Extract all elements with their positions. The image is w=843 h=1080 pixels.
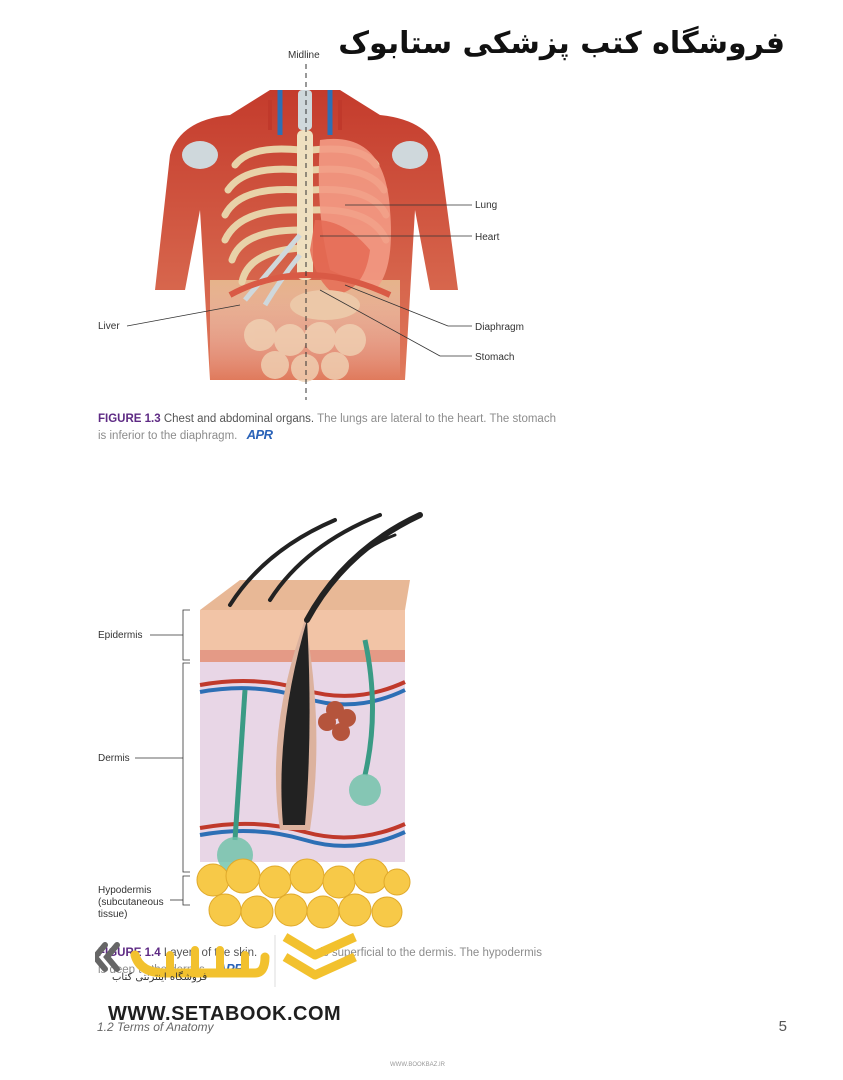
figure2-title: Layers of the skin. xyxy=(163,947,258,959)
stomach-label: Stomach xyxy=(475,352,515,363)
page-number: 5 xyxy=(778,1018,787,1035)
midline-label: Midline xyxy=(288,50,320,61)
figure1-leader-lines xyxy=(126,204,472,357)
figure1-number: FIGURE 1.3 xyxy=(98,413,161,425)
page-header-title: فروشگاه کتب پزشکی ستابوک xyxy=(338,26,785,61)
dermis-label: Dermis xyxy=(98,753,130,764)
epidermis-label: Epidermis xyxy=(98,630,143,641)
apr-badge-1[interactable]: APR xyxy=(246,427,273,442)
diaphragm-label: Diaphragm xyxy=(475,322,524,333)
midline-line xyxy=(305,64,307,400)
figure2-text-1: is superficial to the dermis. The hypode… xyxy=(320,947,542,959)
footer-small-url: WWW.BOOKBAZ.IR xyxy=(390,1062,445,1068)
footer-section: 1.2 Terms of Anatomy xyxy=(97,1020,214,1034)
hypodermis-label: Hypodermis (subcutaneous tissue) xyxy=(98,885,164,920)
figure1-text-2: is inferior to the diaphragm. xyxy=(98,430,238,442)
setabook-logo xyxy=(95,932,357,987)
figure1-text-1: The lungs are lateral to the heart. The … xyxy=(317,413,556,425)
skin-illustration xyxy=(195,510,425,930)
watermark-url: WWW.SETABOOK.COM xyxy=(108,1003,342,1025)
skin-drawing xyxy=(196,512,423,929)
heart-label: Heart xyxy=(475,232,500,243)
lung-label: Lung xyxy=(475,200,498,211)
figure2-brackets xyxy=(135,609,190,906)
liver-label: Liver xyxy=(98,321,120,332)
figure1-title: Chest and abdominal organs. xyxy=(163,413,315,425)
watermark-persian: فروشگاه اینترنتی کتاب xyxy=(112,972,208,983)
figure1-caption: FIGURE 1.3 Chest and abdominal organs. T… xyxy=(98,411,618,444)
